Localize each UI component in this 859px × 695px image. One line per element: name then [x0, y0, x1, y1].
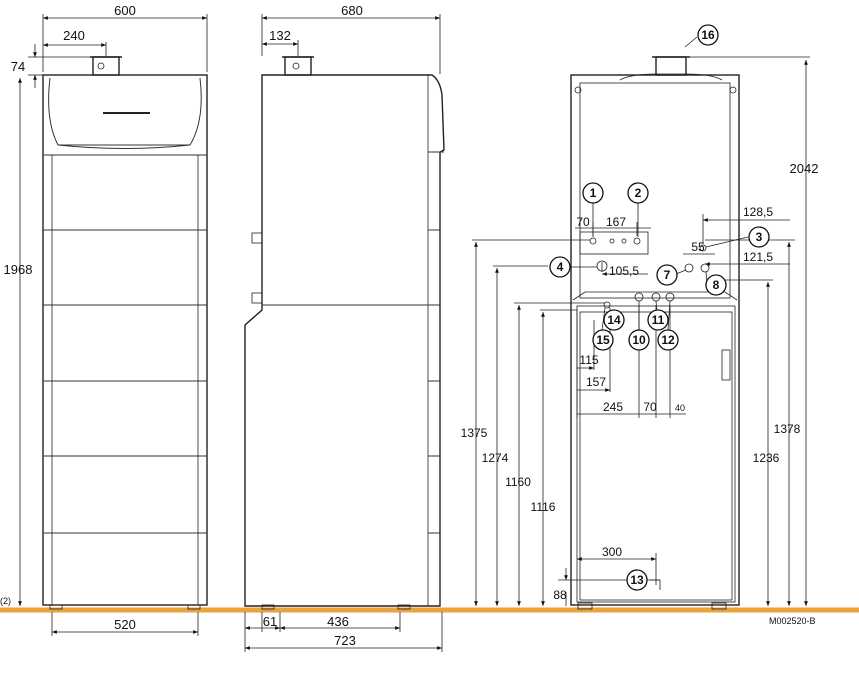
dim-front-flue-offset: 240: [63, 28, 85, 43]
dim-rear-105-5: 105,5: [609, 264, 639, 278]
dim-front-feet: 520: [114, 617, 136, 632]
rear-flue: [655, 56, 687, 76]
dim-rear-88: 88: [553, 588, 567, 602]
dim-rear-128-5: 128,5: [743, 205, 773, 219]
marker-10: 10: [628, 329, 650, 351]
dim-front-flue-height: 74: [11, 59, 25, 74]
marker-14: 14: [603, 309, 625, 331]
marker-11: 11: [647, 309, 669, 331]
marker-8-label: 8: [713, 278, 720, 292]
callout-markers: 1 2 3 4 7 8 10 11 12 13 14 15 16: [549, 24, 770, 591]
dim-rear-1236: 1236: [753, 451, 780, 465]
marker-4-label: 4: [557, 260, 564, 274]
marker-13: 13: [626, 569, 648, 591]
dim-rear-1274: 1274: [482, 451, 509, 465]
dim-rear-1116: 1116: [531, 500, 556, 514]
marker-8: 8: [705, 274, 727, 296]
dim-side-depth: 680: [341, 3, 363, 18]
marker-15-label: 15: [596, 333, 610, 347]
side-view: 680 132 61 436 723: [244, 3, 445, 652]
dim-side-foot-spacing: 436: [327, 614, 349, 629]
dim-rear-40: 40: [675, 403, 685, 413]
dim-side-flue-offset: 132: [269, 28, 291, 43]
marker-12: 12: [657, 329, 679, 351]
dim-rear-1375: 1375: [461, 426, 488, 440]
dim-rear-1378: 1378: [774, 422, 801, 436]
dim-rear-167: 167: [606, 215, 626, 229]
dim-rear-157: 157: [586, 375, 606, 389]
front-cabinet: [42, 74, 208, 606]
marker-7-label: 7: [664, 268, 671, 282]
rear-cabinet: [570, 74, 740, 606]
marker-2: 2: [627, 182, 649, 204]
marker-13-label: 13: [630, 573, 644, 587]
marker-7: 7: [656, 264, 678, 286]
dim-rear-300: 300: [602, 545, 622, 559]
marker-16: 16: [697, 24, 719, 46]
dim-rear-1160: 1160: [505, 475, 531, 489]
dim-side-overall-depth: 723: [334, 633, 356, 648]
side-cabinet: [244, 74, 445, 607]
marker-3: 3: [748, 226, 770, 248]
marker-10-label: 10: [632, 333, 646, 347]
front-view: 600 240 74 1968 (2) 520: [0, 3, 208, 636]
marker-14-label: 14: [607, 313, 621, 327]
dim-rear-70-top: 70: [576, 215, 590, 229]
marker-1: 1: [582, 182, 604, 204]
marker-11-label: 11: [652, 313, 665, 327]
dim-side-foot-front: 61: [263, 614, 277, 629]
dim-rear-245: 245: [603, 400, 623, 414]
marker-12-label: 12: [661, 333, 675, 347]
marker-2-label: 2: [635, 186, 642, 200]
dim-rear-121-5: 121,5: [743, 250, 773, 264]
marker-15: 15: [592, 329, 614, 351]
note-2: (2): [0, 596, 11, 606]
dim-rear-55: 55: [691, 240, 705, 254]
dim-rear-70-mid: 70: [643, 400, 657, 414]
dim-rear-115: 115: [579, 353, 598, 367]
marker-4: 4: [549, 256, 571, 278]
dim-rear-overall-height: 2042: [790, 161, 819, 176]
marker-3-label: 3: [756, 230, 763, 244]
dim-front-width: 600: [114, 3, 136, 18]
dim-front-height: 1968: [4, 262, 33, 277]
front-flue: [92, 56, 120, 76]
marker-16-label: 16: [701, 28, 715, 42]
side-flue: [284, 56, 312, 76]
marker-1-label: 1: [590, 186, 597, 200]
figure-reference: M002520-B: [769, 616, 816, 626]
rear-view: 2042 70 167 128,5 105,5 55 121,5 115 157: [461, 36, 819, 610]
